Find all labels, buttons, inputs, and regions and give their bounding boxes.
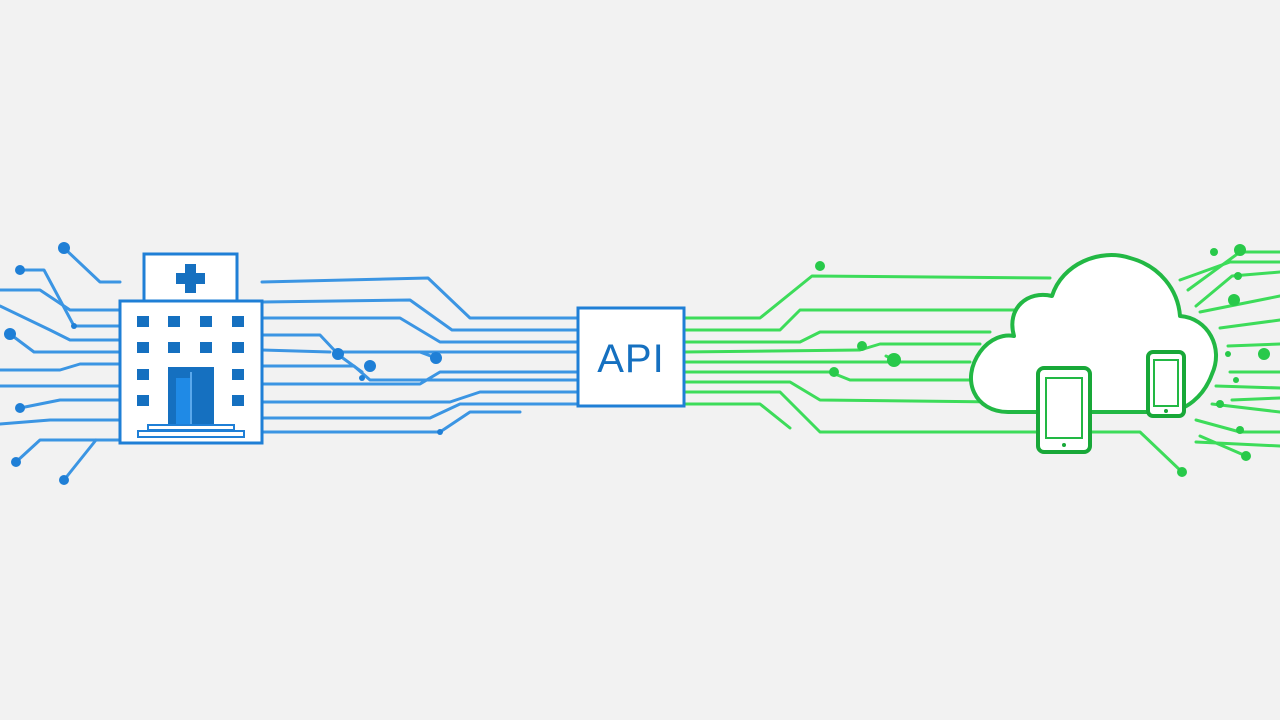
node-green-4 [829, 367, 839, 377]
window [168, 316, 180, 327]
trace-blue-4 [260, 333, 580, 354]
trace-blue-17 [8, 332, 122, 354]
node-green-6 [1234, 244, 1246, 256]
trace-green-2 [682, 308, 1022, 332]
api-box-frame [576, 306, 686, 408]
trace-green-10 [1088, 430, 1184, 474]
trace-blue-5 [260, 348, 332, 354]
trace-green-7 [682, 380, 1002, 404]
trace-green-9 [682, 402, 792, 430]
node-green-5 [1177, 467, 1187, 477]
right-circuit-nodes [815, 244, 1270, 477]
tablet-icon [1036, 366, 1092, 454]
trace-blue-21 [0, 418, 122, 426]
hospital-step-1 [147, 424, 235, 431]
window [168, 342, 180, 353]
trace-blue-15 [0, 288, 122, 312]
hospital-step-2 [137, 430, 245, 438]
trace-green-22 [1198, 434, 1248, 458]
window [137, 369, 149, 380]
node-blue-4 [15, 403, 25, 413]
node-blue-10 [430, 352, 442, 364]
trace-green-17 [1226, 342, 1280, 348]
trace-blue-1 [260, 276, 580, 320]
cross-horizontal [176, 273, 205, 284]
node-blue-5 [11, 457, 21, 467]
window [137, 316, 149, 327]
trace-blue-8 [260, 390, 580, 404]
trace-blue-13 [62, 246, 122, 284]
trace-green-24 [1230, 396, 1280, 402]
node-green-11 [1225, 351, 1231, 357]
node-blue-8 [332, 348, 344, 360]
window [137, 395, 149, 406]
trace-blue-20 [18, 398, 122, 410]
trace-blue-23 [62, 438, 98, 482]
hospital-door-panel [176, 378, 190, 425]
left-circuit-traces [0, 246, 580, 482]
trace-green-3 [682, 330, 992, 344]
left-circuit-nodes [4, 242, 443, 485]
node-green-7 [1210, 248, 1218, 256]
trace-green-19 [1214, 384, 1280, 390]
api-box: API [576, 306, 686, 408]
trace-green-8 [682, 390, 1038, 434]
trace-green-6 [682, 370, 972, 382]
trace-blue-2 [260, 298, 580, 332]
node-blue-9 [364, 360, 376, 372]
node-blue-1 [58, 242, 70, 254]
node-blue-6 [59, 475, 69, 485]
trace-blue-18 [0, 362, 122, 372]
node-green-15 [1241, 451, 1251, 461]
tablet-button [1062, 443, 1066, 447]
window [232, 395, 244, 406]
hospital-windows [137, 316, 244, 406]
phone-button [1164, 409, 1168, 413]
window [232, 342, 244, 353]
node-blue-11 [359, 375, 365, 381]
node-green-2 [857, 341, 867, 351]
node-green-1 [815, 261, 825, 271]
trace-blue-11 [338, 354, 364, 374]
window [200, 342, 212, 353]
node-green-12 [1233, 377, 1239, 383]
api-label: API [597, 337, 664, 381]
trace-blue-9 [260, 402, 580, 420]
trace-blue-16 [0, 304, 122, 342]
window [137, 342, 149, 353]
tablet-screen [1045, 377, 1083, 439]
trace-blue-3 [260, 316, 580, 344]
node-green-8 [1234, 272, 1242, 280]
trace-green-14 [1194, 270, 1280, 308]
phone-icon [1146, 350, 1186, 418]
node-blue-2 [15, 265, 25, 275]
node-blue-3 [4, 328, 16, 340]
node-green-10 [1258, 348, 1270, 360]
cloud-devices-icon [969, 253, 1218, 454]
trace-green-4 [682, 342, 982, 354]
trace-green-1 [682, 274, 1052, 320]
trace-blue-7 [260, 370, 580, 386]
window [232, 369, 244, 380]
trace-green-16 [1218, 318, 1280, 330]
phone-screen [1153, 359, 1179, 407]
hospital-icon [118, 252, 264, 445]
trace-green-15 [1198, 294, 1280, 314]
window [200, 316, 212, 327]
trace-blue-22 [14, 438, 122, 464]
trace-green-23 [1194, 440, 1280, 448]
trace-blue-10 [260, 410, 522, 434]
node-green-13 [1216, 400, 1224, 408]
node-blue-12 [437, 429, 443, 435]
node-green-3 [887, 353, 901, 367]
node-blue-7 [71, 323, 77, 329]
node-green-9 [1228, 294, 1240, 306]
window [232, 316, 244, 327]
trace-blue-14 [18, 268, 122, 328]
node-green-14 [1236, 426, 1244, 434]
trace-green-13 [1178, 260, 1280, 282]
